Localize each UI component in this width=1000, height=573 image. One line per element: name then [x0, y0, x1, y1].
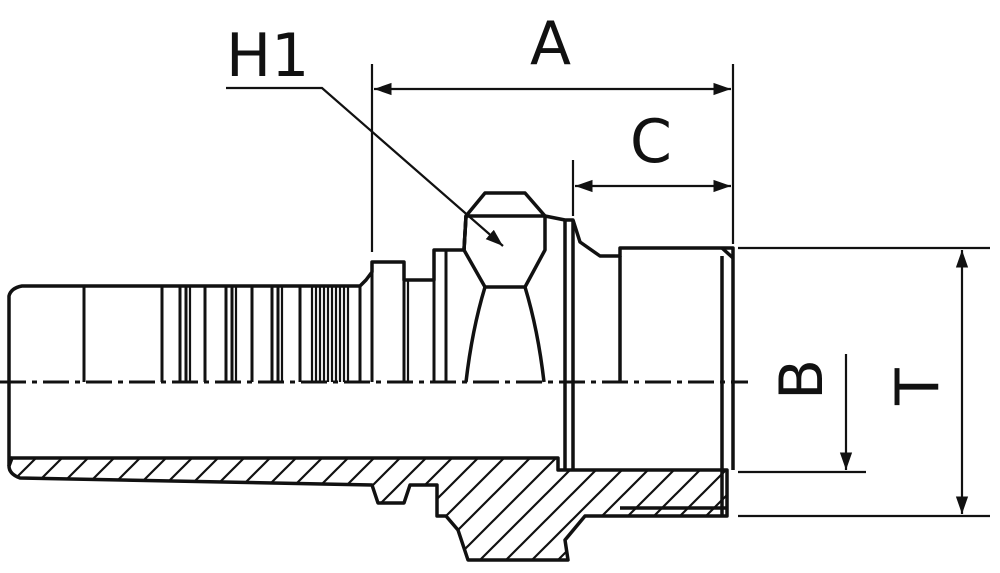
label-h1: H1	[226, 21, 309, 91]
section-hatch	[7, 456, 729, 562]
label-a: A	[530, 9, 571, 79]
nose-chamfer	[720, 246, 735, 260]
knurl-band	[310, 286, 350, 382]
hex-flank-left	[464, 286, 487, 383]
tail-fine-grooves	[188, 280, 410, 382]
label-c: C	[630, 107, 672, 177]
label-b: B	[767, 359, 837, 400]
upper-outline	[7, 214, 735, 470]
h1-leader	[226, 86, 504, 247]
dimension-lines	[226, 64, 990, 518]
hex-nut	[462, 191, 547, 289]
hex-edge-top	[462, 215, 468, 251]
label-t: T	[883, 368, 953, 406]
tail-grooves	[82, 250, 448, 382]
fitting-body	[7, 191, 735, 562]
hex-flank-right	[523, 286, 546, 383]
